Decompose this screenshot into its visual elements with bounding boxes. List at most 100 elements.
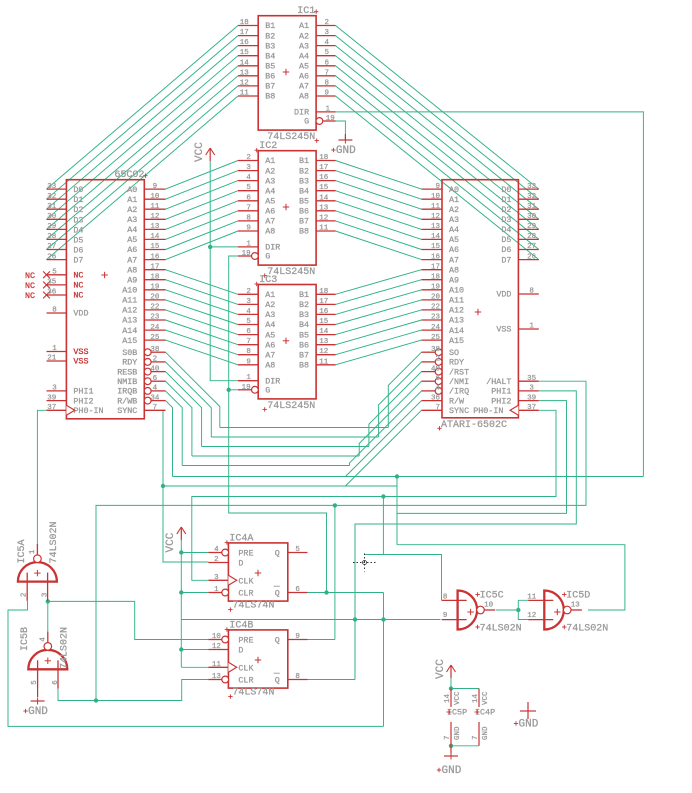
- svg-text:36: 36: [431, 394, 441, 402]
- svg-text:15: 15: [319, 184, 329, 192]
- svg-text:A10: A10: [449, 286, 464, 296]
- svg-text:7: 7: [325, 69, 330, 77]
- svg-text:4: 4: [39, 637, 47, 642]
- svg-text:1: 1: [529, 323, 534, 331]
- svg-text:GND: GND: [336, 145, 356, 157]
- svg-text:28: 28: [527, 233, 536, 241]
- svg-text:GND: GND: [519, 719, 539, 731]
- svg-text:D6: D6: [73, 246, 83, 256]
- svg-text:VDD: VDD: [73, 309, 88, 319]
- svg-text:29: 29: [47, 223, 56, 231]
- svg-text:16: 16: [150, 253, 160, 261]
- svg-text:38: 38: [150, 346, 159, 354]
- svg-text:SO: SO: [449, 348, 459, 358]
- svg-text:8: 8: [529, 288, 534, 296]
- svg-text:12: 12: [212, 643, 221, 651]
- svg-text:24: 24: [150, 324, 160, 332]
- svg-text:A0: A0: [449, 185, 459, 195]
- svg-text:PRE: PRE: [238, 549, 253, 559]
- svg-text:11: 11: [240, 90, 250, 98]
- svg-text:15: 15: [240, 49, 250, 57]
- svg-text:37: 37: [527, 404, 536, 412]
- svg-text:3: 3: [52, 385, 57, 393]
- svg-text:9: 9: [435, 183, 440, 191]
- svg-text:16: 16: [319, 174, 329, 182]
- svg-text:B7: B7: [265, 82, 275, 92]
- svg-text:B4: B4: [299, 320, 309, 330]
- svg-text:4: 4: [246, 174, 251, 182]
- svg-text:A3: A3: [127, 215, 137, 225]
- svg-text:6: 6: [325, 59, 330, 67]
- svg-text:9: 9: [295, 633, 300, 641]
- svg-text:5: 5: [295, 546, 300, 554]
- svg-text:25: 25: [150, 334, 160, 342]
- svg-text:PH0-IN: PH0-IN: [473, 406, 503, 416]
- svg-text:GND: GND: [28, 706, 48, 718]
- svg-text:23: 23: [150, 314, 160, 322]
- svg-text:27: 27: [47, 243, 56, 251]
- svg-text:D7: D7: [501, 255, 511, 265]
- svg-text:A2: A2: [265, 166, 275, 176]
- svg-text:Q: Q: [275, 636, 280, 646]
- svg-text:15: 15: [150, 243, 160, 251]
- svg-text:A1: A1: [449, 195, 459, 205]
- svg-text:7: 7: [444, 735, 452, 740]
- svg-text:NC: NC: [73, 291, 83, 301]
- svg-text:12: 12: [240, 79, 249, 87]
- svg-text:2: 2: [435, 356, 440, 364]
- svg-text:19: 19: [326, 115, 335, 123]
- svg-text:39: 39: [527, 394, 536, 402]
- svg-text:16: 16: [240, 39, 250, 47]
- svg-text:32: 32: [527, 193, 536, 201]
- svg-text:A9: A9: [127, 275, 137, 285]
- svg-text:14: 14: [150, 233, 160, 241]
- svg-text:DIR: DIR: [265, 376, 280, 386]
- svg-text:20: 20: [431, 294, 441, 302]
- svg-text:SYNC: SYNC: [449, 406, 469, 416]
- svg-text:B2: B2: [265, 31, 275, 41]
- svg-text:CLR: CLR: [238, 676, 253, 686]
- svg-text:A7: A7: [265, 350, 275, 360]
- svg-text:IC5B: IC5B: [20, 627, 31, 651]
- svg-text:A2: A2: [265, 300, 275, 310]
- svg-text:NMIB: NMIB: [117, 377, 137, 387]
- svg-text:74LS02N: 74LS02N: [566, 624, 608, 635]
- svg-text:13: 13: [431, 223, 441, 231]
- svg-text:31: 31: [47, 203, 57, 211]
- svg-text:2: 2: [246, 288, 251, 296]
- svg-text:D0: D0: [501, 185, 511, 195]
- svg-text:A9: A9: [449, 275, 459, 285]
- svg-text:A1: A1: [265, 156, 275, 166]
- svg-text:Q: Q: [275, 589, 280, 599]
- svg-text:25: 25: [431, 334, 441, 342]
- svg-text:A15: A15: [122, 336, 137, 346]
- svg-text:13: 13: [240, 69, 250, 77]
- svg-text:D: D: [238, 646, 243, 656]
- svg-text:B2: B2: [299, 300, 309, 310]
- svg-text:3: 3: [214, 574, 219, 582]
- svg-text:12: 12: [319, 348, 328, 356]
- svg-text:8: 8: [246, 214, 251, 222]
- svg-text:B6: B6: [299, 340, 309, 350]
- svg-text:1: 1: [52, 345, 57, 353]
- svg-text:27: 27: [527, 243, 536, 251]
- svg-text:6: 6: [52, 680, 60, 685]
- svg-text:7: 7: [246, 338, 251, 346]
- svg-text:PH0-IN: PH0-IN: [73, 406, 103, 416]
- svg-text:A4: A4: [127, 225, 137, 235]
- svg-text:B1: B1: [265, 21, 275, 31]
- svg-text:12: 12: [527, 612, 536, 620]
- svg-text:74LS02N: 74LS02N: [49, 521, 60, 563]
- svg-text:G: G: [304, 117, 309, 127]
- svg-text:74LS245N: 74LS245N: [267, 401, 315, 412]
- svg-text:GND: GND: [454, 726, 462, 740]
- svg-text:5: 5: [325, 49, 330, 57]
- svg-text:74LS02N: 74LS02N: [480, 624, 522, 635]
- svg-text:1: 1: [214, 586, 219, 594]
- svg-text:13: 13: [150, 223, 160, 231]
- svg-text:D2: D2: [501, 205, 511, 215]
- svg-text:17: 17: [150, 263, 159, 271]
- svg-text:/RST: /RST: [449, 367, 469, 377]
- svg-text:D4: D4: [501, 225, 511, 235]
- svg-text:R/W: R/W: [449, 396, 465, 406]
